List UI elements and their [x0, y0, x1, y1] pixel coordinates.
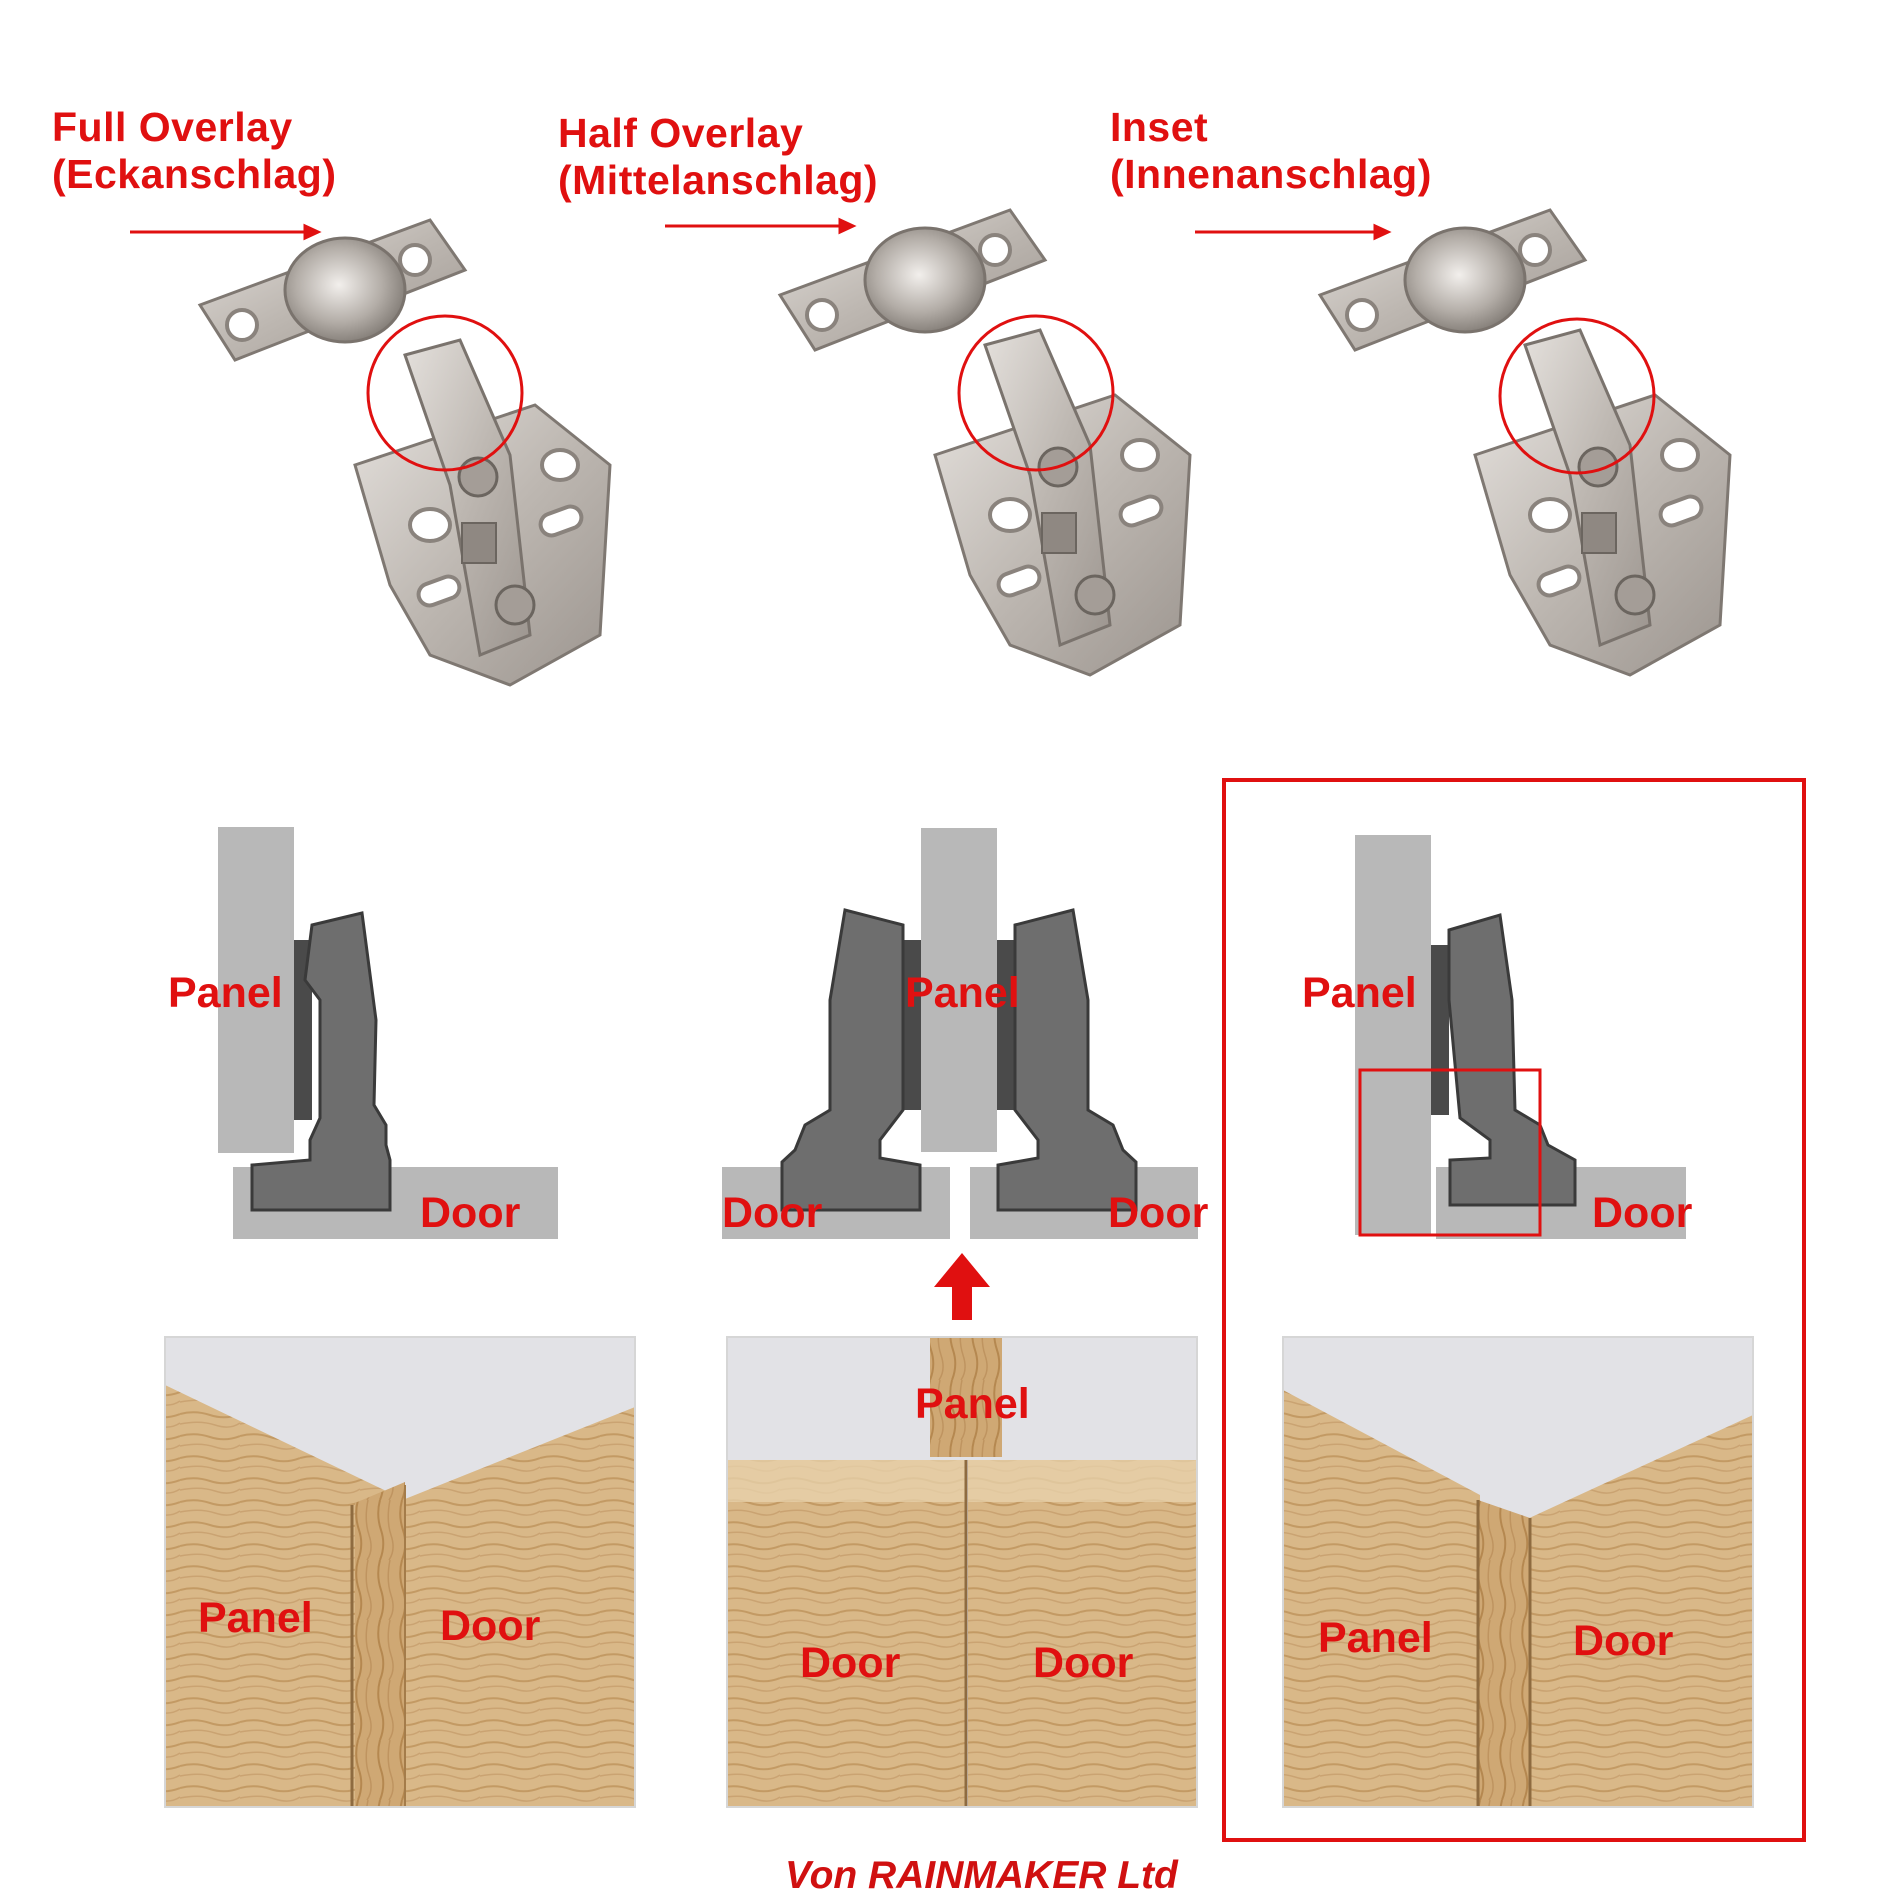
- title-half-overlay: Half Overlay (Mittelanschlag): [558, 110, 878, 204]
- photo-3-door-label: Door: [1573, 1617, 1674, 1665]
- photo-2-door-right-label: Door: [1033, 1639, 1134, 1687]
- hinge-arm-shape: [996, 908, 1138, 1212]
- diagram-2-panel-label: Panel: [905, 969, 1020, 1017]
- diagram-full-overlay: [218, 827, 558, 1239]
- inset-highlight-frame: [1222, 778, 1806, 1842]
- diagram-1-panel-label: Panel: [168, 969, 283, 1017]
- diagram-half-overlay: [722, 828, 1198, 1320]
- hinge-plate-shape: [903, 940, 921, 1110]
- wood-photo-full-overlay: [164, 1336, 636, 1808]
- photo-2-door-left-label: Door: [800, 1639, 901, 1687]
- title-text: Full Overlay: [52, 104, 293, 150]
- diagram-inset: [1355, 835, 1686, 1239]
- hinge-plate-shape: [1431, 945, 1449, 1115]
- diagram-2-door-left-label: Door: [722, 1189, 823, 1237]
- hinge-arm-shape: [1447, 913, 1577, 1207]
- title-full-overlay: Full Overlay (Eckanschlag): [52, 104, 337, 198]
- title-inset: Inset (Innenanschlag): [1110, 104, 1432, 198]
- title-text: Half Overlay: [558, 110, 804, 156]
- panel-shape: [1355, 835, 1431, 1235]
- subtitle-text: (Innenanschlag): [1110, 151, 1432, 197]
- photo-1-door-label: Door: [440, 1602, 541, 1650]
- hinge-arm-shape: [780, 908, 922, 1212]
- diagram-2-door-right-label: Door: [1108, 1189, 1209, 1237]
- title-text: Inset: [1110, 104, 1209, 150]
- panel-shape: [921, 828, 997, 1152]
- subtitle-text: (Mittelanschlag): [558, 157, 879, 203]
- photo-3-panel-label: Panel: [1318, 1614, 1433, 1662]
- panel-shape: [218, 827, 294, 1153]
- diagram-3-door-label: Door: [1592, 1189, 1693, 1237]
- wood-photo-inset: [1282, 1336, 1754, 1808]
- subtitle-text: (Eckanschlag): [52, 151, 337, 197]
- diagram-3-panel-label: Panel: [1302, 969, 1417, 1017]
- photo-2-panel-label: Panel: [915, 1380, 1030, 1428]
- highlight-circle-icon: [366, 314, 1656, 475]
- wood-photo-half-overlay: [726, 1336, 1198, 1808]
- diagram-1-door-label: Door: [420, 1189, 521, 1237]
- hinge-plate-shape: [997, 940, 1015, 1110]
- detail-highlight-box: [1358, 1068, 1542, 1237]
- photo-1-panel-label: Panel: [198, 1594, 313, 1642]
- hinge-arm-shape: [250, 911, 392, 1212]
- up-arrow-icon: [934, 1253, 990, 1320]
- footer-credit: Von RAINMAKER Ltd: [785, 1854, 1178, 1897]
- arrow-icon: [130, 217, 1392, 241]
